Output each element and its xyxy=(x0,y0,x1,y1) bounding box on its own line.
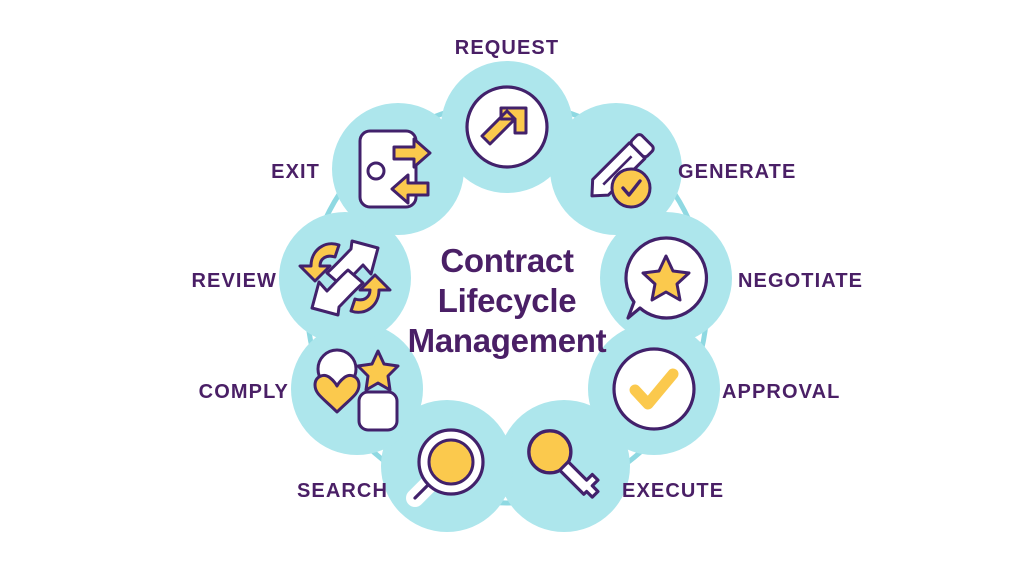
node-generate-label: GENERATE xyxy=(678,161,796,183)
node-generate[interactable]: GENERATE xyxy=(550,103,796,235)
magnifying-glass-icon xyxy=(406,428,485,507)
node-review[interactable]: REVIEW xyxy=(192,212,412,344)
center-title-line-3: Management xyxy=(408,322,607,359)
node-comply[interactable]: COMPLY xyxy=(199,323,423,455)
node-approval-label: APPROVAL xyxy=(722,381,840,403)
center-title-line-2: Lifecycle xyxy=(438,282,577,319)
arrow-up-right-circle-icon xyxy=(465,85,549,169)
node-review-label: REVIEW xyxy=(192,270,278,292)
refresh-arrows-icon xyxy=(298,239,392,317)
node-search[interactable]: SEARCH xyxy=(297,400,513,532)
pencil-check-icon xyxy=(590,133,655,209)
check-circle-icon xyxy=(612,347,696,431)
door-exit-arrows-icon xyxy=(358,129,432,209)
node-execute[interactable]: EXECUTE xyxy=(498,400,724,532)
node-request-label: REQUEST xyxy=(455,37,559,59)
node-comply-label: COMPLY xyxy=(199,381,289,403)
center-title: Contract Lifecycle Management xyxy=(408,242,607,359)
node-exit[interactable]: EXIT xyxy=(271,103,464,235)
shapes-grid-icon xyxy=(313,348,400,432)
key-icon xyxy=(527,429,600,499)
node-request[interactable]: REQUEST xyxy=(441,37,573,193)
node-execute-label: EXECUTE xyxy=(622,480,724,502)
node-negotiate[interactable]: NEGOTIATE xyxy=(600,212,863,344)
node-exit-label: EXIT xyxy=(271,161,320,183)
node-search-label: SEARCH xyxy=(297,480,388,502)
node-negotiate-label: NEGOTIATE xyxy=(738,270,863,292)
speech-bubble-star-icon xyxy=(624,236,709,320)
center-title-line-1: Contract xyxy=(440,242,574,279)
node-approval[interactable]: APPROVAL xyxy=(588,323,840,455)
